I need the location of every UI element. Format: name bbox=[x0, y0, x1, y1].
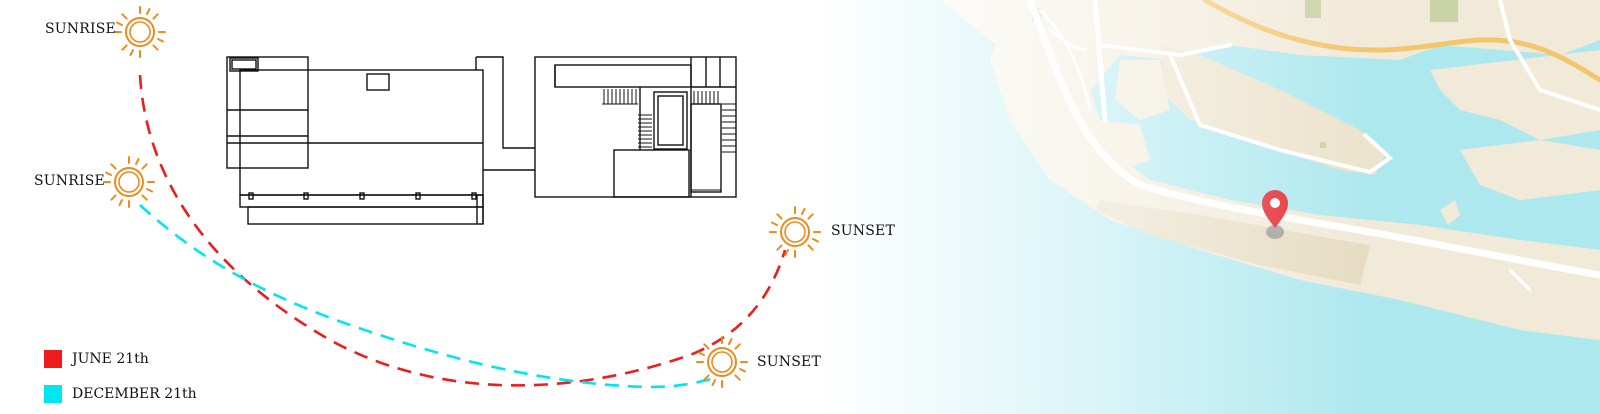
building-floor-plan bbox=[226, 56, 737, 225]
sun-icon bbox=[696, 336, 748, 388]
legend-item-december: DECEMBER 21th bbox=[44, 385, 197, 403]
legend-label-june: JUNE 21th bbox=[72, 351, 149, 367]
sun-icon bbox=[114, 6, 166, 58]
june-sun-path bbox=[138, 74, 787, 387]
december-sun-path bbox=[139, 204, 716, 389]
sun-icon bbox=[103, 156, 155, 208]
site-map bbox=[820, 0, 1600, 414]
legend-swatch-december bbox=[44, 385, 62, 403]
map-fade bbox=[820, 0, 1600, 414]
sunrise-label-december: SUNRISE bbox=[34, 173, 105, 189]
sunset-label-june: SUNSET bbox=[831, 223, 895, 239]
legend-swatch-june bbox=[44, 350, 62, 368]
sunrise-label-june: SUNRISE bbox=[45, 21, 116, 37]
sun-icon bbox=[769, 206, 821, 258]
legend-item-june: JUNE 21th bbox=[44, 350, 149, 368]
sunset-label-december: SUNSET bbox=[757, 354, 821, 370]
legend-label-december: DECEMBER 21th bbox=[72, 386, 197, 402]
